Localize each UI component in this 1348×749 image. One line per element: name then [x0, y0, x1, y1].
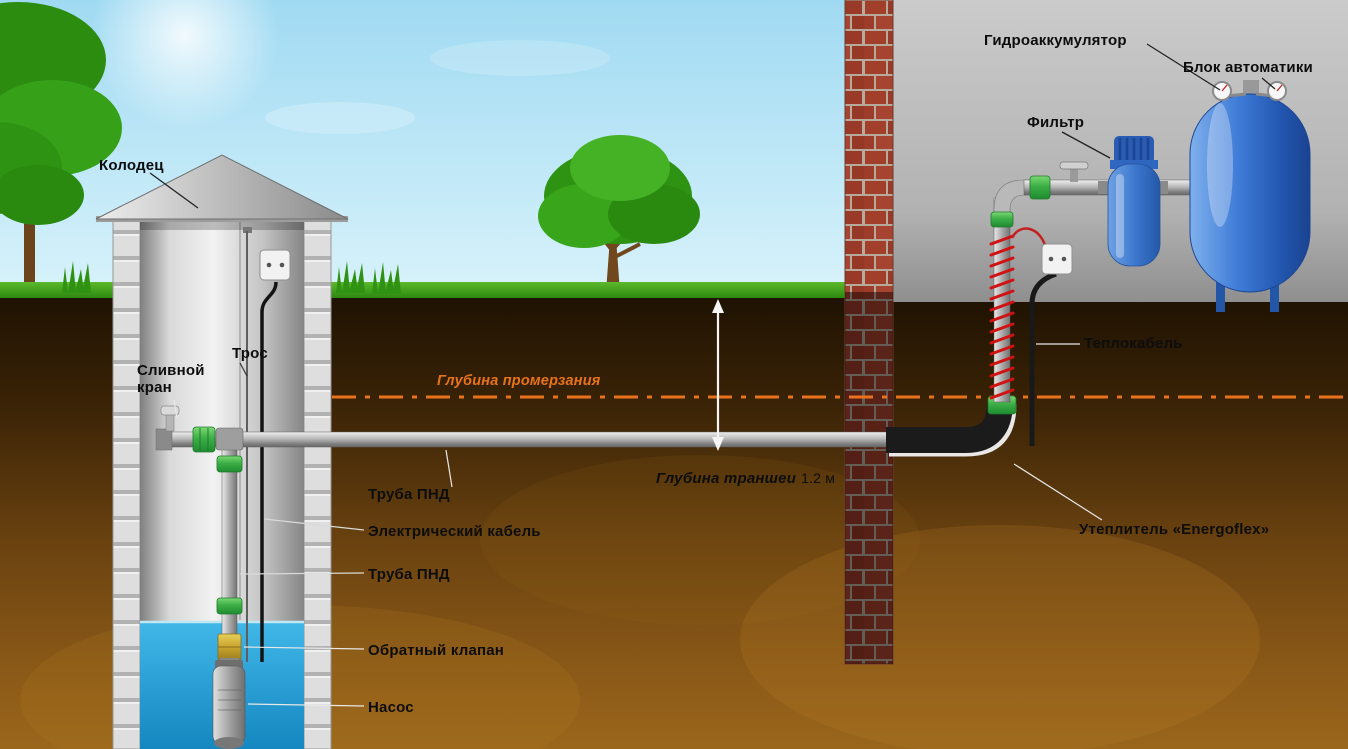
- trench-depth-arrow: [712, 299, 724, 451]
- pipe-hdpe-horizontal: [157, 431, 991, 448]
- drain-valve: [155, 405, 180, 451]
- rope-label: Трос: [232, 345, 268, 362]
- check-valve-label: Обратный клапан: [368, 642, 505, 659]
- electric-cable-label: Электрический кабель: [368, 523, 541, 540]
- leader-filter: [1061, 131, 1111, 159]
- leader-well: [149, 172, 199, 209]
- well-wall-left: [112, 217, 141, 749]
- leader-pipe-upper: [445, 449, 453, 488]
- shutoff-valve: [1059, 161, 1089, 182]
- leader-pipe-lower: [239, 572, 365, 575]
- leader-electric-cable: [263, 518, 365, 531]
- tree-middle: [538, 135, 700, 292]
- leader-drain-valve: [173, 399, 178, 419]
- leader-rope: [239, 362, 248, 377]
- pipe-hdpe-lower-label: Труба ПНД: [368, 566, 450, 583]
- hydroaccumulator: [1189, 80, 1311, 312]
- automation-unit-label: Блок автоматики: [1183, 59, 1313, 76]
- insulation-label: Утеплитель «Energoflex»: [1079, 521, 1270, 538]
- pipe-fitting-green: [216, 597, 243, 615]
- power-outlet-house: [1041, 243, 1073, 275]
- cable-conduit: [1029, 271, 1057, 446]
- pump: [212, 658, 246, 749]
- well-wall-right: [303, 217, 332, 749]
- leader-hydroaccumulator: [1146, 43, 1221, 91]
- trench-depth-value: 1.2 м: [801, 470, 836, 486]
- leader-automation: [1261, 77, 1276, 90]
- freezing-depth-label: Глубина промерзания: [437, 373, 601, 389]
- pipe-fitting-green: [216, 455, 243, 473]
- leader-insulation: [1013, 463, 1103, 521]
- leader-check-valve: [243, 646, 365, 650]
- pipe-tee: [215, 427, 244, 451]
- power-outlet-well: [259, 249, 291, 281]
- sun-glow: [90, 0, 280, 130]
- hydroaccumulator-label: Гидроаккумулятор: [984, 32, 1127, 49]
- well-label: Колодец: [99, 157, 164, 174]
- cloud: [265, 102, 415, 134]
- well-roof: [95, 154, 349, 220]
- pipe-hdpe-upper-label: Труба ПНД: [368, 486, 450, 503]
- brick-wall: [844, 0, 894, 665]
- filter: [1098, 136, 1168, 267]
- pump-label: Насос: [368, 699, 414, 716]
- cloud: [430, 40, 610, 76]
- equipment: [155, 80, 1311, 749]
- pipe-fitting-green: [1029, 175, 1051, 200]
- leader-lines: [149, 43, 1276, 707]
- pipe-fitting-green: [192, 426, 216, 453]
- earth-glow: [480, 455, 920, 625]
- filter-label: Фильтр: [1027, 114, 1085, 131]
- leader-pump: [247, 703, 365, 707]
- trench-depth-text: Глубина траншеи: [656, 470, 797, 487]
- heating-cable-coil: [989, 234, 1015, 400]
- tree-left: [0, 2, 122, 288]
- pipe-fitting-green: [990, 211, 1014, 228]
- pump-cable: [260, 281, 278, 662]
- rope-bracket: [243, 227, 252, 233]
- heating-cable-label: Теплокабель: [1084, 335, 1183, 352]
- drain-valve-label: Сливной кран: [137, 362, 205, 396]
